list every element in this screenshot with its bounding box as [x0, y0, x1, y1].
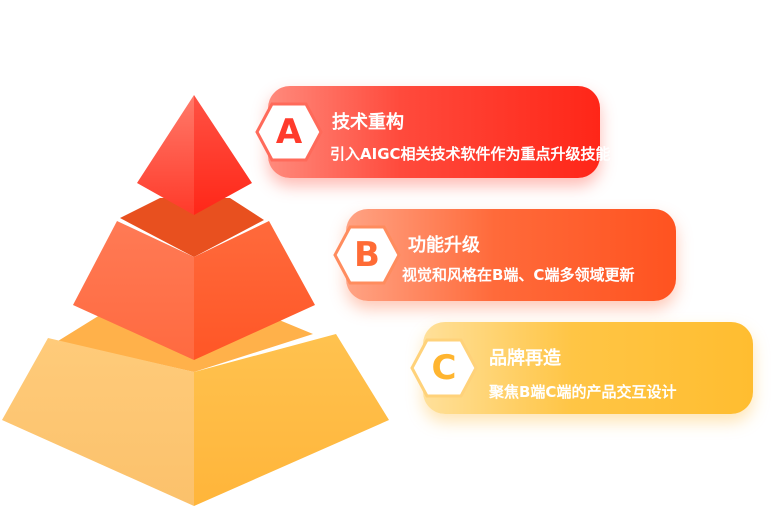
- hexagon-icon: [410, 338, 478, 398]
- pyramid-tier-a-left-face: [137, 95, 194, 215]
- hex-badge-b: B: [333, 225, 401, 285]
- tier-description: 引入AIGC相关技术软件作为重点升级技能: [330, 145, 611, 163]
- pyramid-tier-c-right-face: [194, 334, 389, 506]
- pyramid-tier-b-top: [120, 198, 264, 257]
- pyramid-tier-a-right-face: [194, 95, 252, 215]
- pyramid-tier-c-left-face: [2, 338, 194, 506]
- pyramid-graphic: [2, 95, 389, 506]
- tier-title: 品牌再造: [489, 348, 561, 369]
- tier-description: 视觉和风格在B端、C端多领域更新: [402, 266, 635, 284]
- pyramid-tier-b-left-face: [73, 221, 194, 360]
- hex-letter: B: [354, 235, 380, 275]
- tier-card-a: A 技术重构 引入AIGC相关技术软件作为重点升级技能: [255, 86, 611, 178]
- hexagon-icon: [255, 102, 323, 162]
- pyramid-tier-b-right-face: [194, 221, 315, 360]
- tier-description: 聚焦B端C端的产品交互设计: [489, 383, 677, 401]
- tier-card-b: B 功能升级 视觉和风格在B端、C端多领域更新: [333, 209, 676, 301]
- hexagon-icon: [333, 225, 401, 285]
- hex-badge-c: C: [410, 338, 478, 398]
- hex-letter: C: [431, 348, 457, 388]
- hex-badge-a: A: [255, 102, 323, 162]
- tier-card-c: C 品牌再造 聚焦B端C端的产品交互设计: [410, 322, 753, 414]
- hex-letter: A: [275, 112, 303, 152]
- tier-title: 技术重构: [332, 112, 404, 133]
- tier-title: 功能升级: [408, 235, 480, 256]
